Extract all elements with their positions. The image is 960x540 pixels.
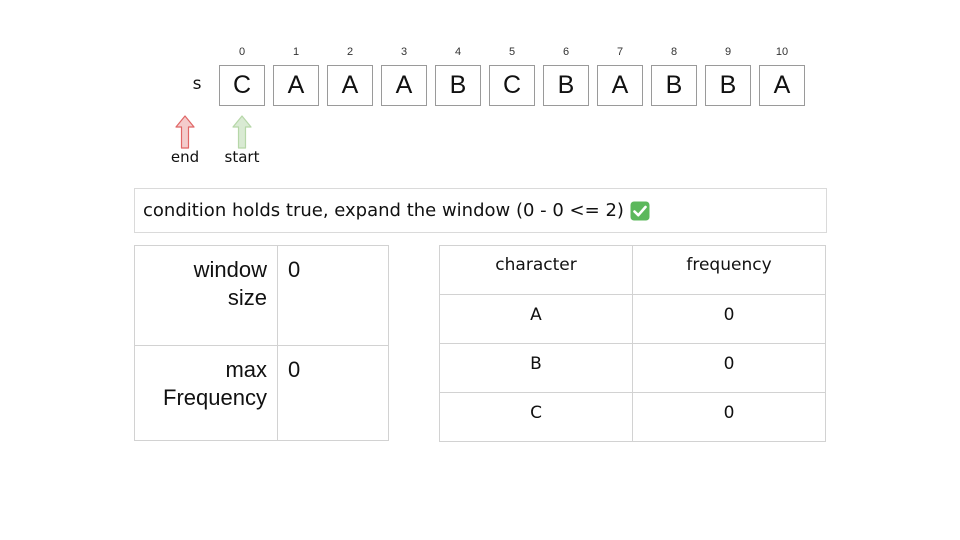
frequency-table: character frequency A 0 B 0 C 0: [439, 245, 826, 442]
table-row: B 0: [439, 343, 826, 393]
table-row: A 0: [439, 294, 826, 344]
char-cell: C: [219, 65, 265, 106]
index-label: 5: [508, 46, 516, 58]
end-pointer-arrow-icon: [175, 115, 195, 149]
index-label: 2: [346, 46, 354, 58]
max-frequency-label: max Frequency: [134, 345, 278, 441]
index-label: 1: [292, 46, 300, 58]
frequency-table-header: character frequency: [439, 245, 826, 295]
index-label: 3: [400, 46, 408, 58]
character-cell: C: [439, 392, 633, 442]
frequency-cell: 0: [632, 392, 826, 442]
table-row: C 0: [439, 392, 826, 442]
character-cell: B: [439, 343, 633, 393]
check-mark-icon: [630, 201, 650, 220]
index-label: 7: [616, 46, 624, 58]
end-pointer-label: end: [170, 148, 200, 166]
index-label: 6: [562, 46, 570, 58]
start-pointer-arrow-icon: [232, 115, 252, 149]
start-pointer-label: start: [224, 148, 260, 166]
char-cell: C: [489, 65, 535, 106]
frequency-cell: 0: [632, 294, 826, 344]
window-size-label: window size: [134, 245, 278, 346]
char-cell: B: [705, 65, 751, 106]
string-label: s: [192, 74, 202, 94]
char-cell: A: [759, 65, 805, 106]
status-message-box: condition holds true, expand the window …: [134, 188, 827, 233]
char-cell: A: [381, 65, 427, 106]
character-cell: A: [439, 294, 633, 344]
column-header-frequency: frequency: [632, 245, 826, 295]
index-label: 10: [775, 46, 789, 58]
char-cell: B: [651, 65, 697, 106]
frequency-cell: 0: [632, 343, 826, 393]
status-message: condition holds true, expand the window …: [143, 200, 624, 221]
index-label: 0: [238, 46, 246, 58]
char-cell: B: [435, 65, 481, 106]
index-label: 8: [670, 46, 678, 58]
column-header-character: character: [439, 245, 633, 295]
index-label: 9: [724, 46, 732, 58]
index-label: 4: [454, 46, 462, 58]
window-size-value: 0: [277, 245, 389, 346]
window-stats-table: window size 0 max Frequency 0: [134, 245, 389, 441]
char-cell: A: [597, 65, 643, 106]
char-cell: A: [273, 65, 319, 106]
char-cell: B: [543, 65, 589, 106]
char-cell: A: [327, 65, 373, 106]
max-frequency-value: 0: [277, 345, 389, 441]
